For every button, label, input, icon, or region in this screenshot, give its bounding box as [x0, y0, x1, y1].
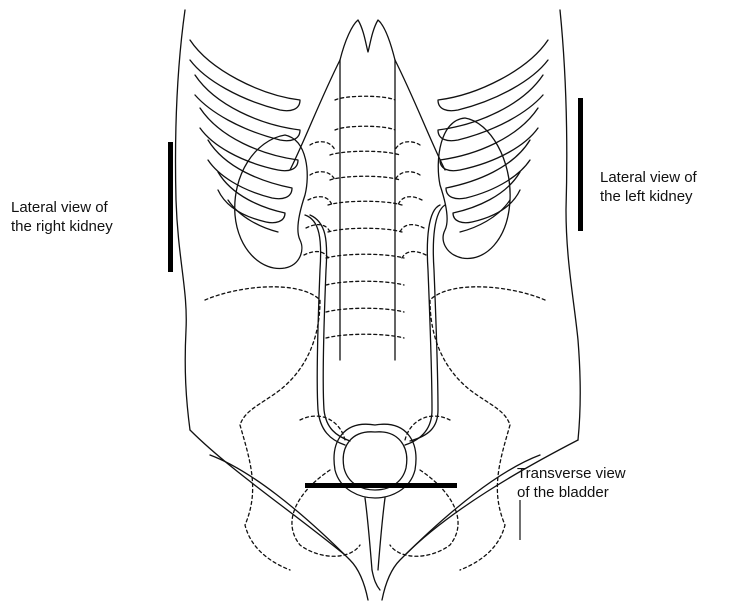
left-kidney: [438, 118, 510, 258]
rib-cage: [190, 40, 548, 232]
spine: [304, 60, 426, 360]
left-kidney-label: Lateral view of the left kidney: [600, 168, 697, 206]
ureters: [305, 205, 445, 445]
right-kidney-label-line1: Lateral view of: [11, 198, 113, 217]
right-kidney: [235, 135, 308, 268]
sternum: [340, 20, 395, 60]
right-kidney-marker: [168, 142, 173, 272]
bladder-label-line1: Transverse view: [517, 464, 626, 483]
bladder: [334, 424, 416, 590]
right-kidney-label-line2: the right kidney: [11, 217, 113, 236]
left-kidney-label-line1: Lateral view of: [600, 168, 697, 187]
bladder-label: Transverse view of the bladder: [517, 464, 626, 502]
bladder-label-line2: of the bladder: [517, 483, 626, 502]
right-kidney-label: Lateral view of the right kidney: [11, 198, 113, 236]
groin-lines: [210, 455, 540, 600]
bladder-marker: [305, 483, 457, 488]
left-kidney-marker: [578, 98, 583, 231]
view-markers: [168, 98, 583, 488]
left-kidney-label-line2: the left kidney: [600, 187, 697, 206]
pelvis: [205, 287, 545, 570]
